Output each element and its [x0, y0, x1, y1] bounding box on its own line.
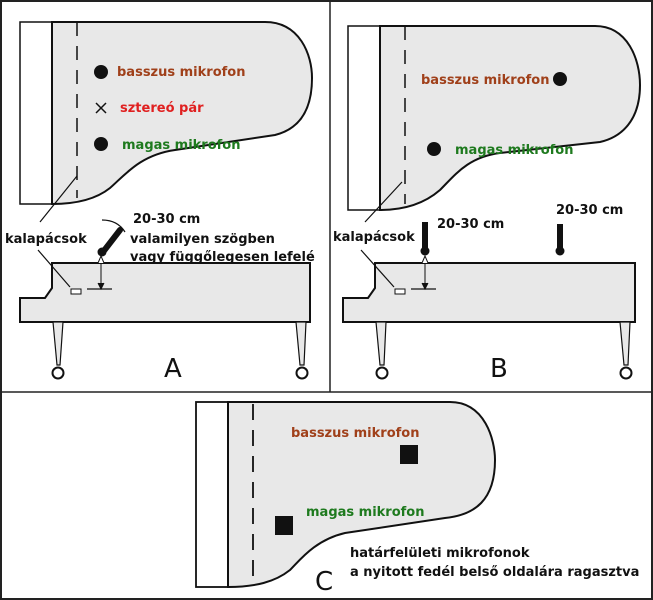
bass-mic-dot-a: [94, 65, 108, 79]
piano-lid-outline-c: [227, 401, 497, 589]
treble-label-b: magas mikrofon: [455, 143, 574, 158]
angle-label-a-2: vagy függőlegesen lefelé: [130, 250, 315, 265]
leg-right-b: [619, 321, 631, 366]
leg-left-b: [375, 321, 387, 366]
angled-mic-a: [100, 227, 123, 255]
hammer-marker-b: [394, 288, 406, 295]
stereo-pair-x-icon: [95, 102, 107, 114]
bass-label-a: basszus mikrofon: [117, 65, 245, 80]
stereo-label-a: sztereó pár: [120, 101, 204, 116]
leg-left-a: [52, 321, 64, 366]
angle-label-a-1: valamilyen szögben: [130, 232, 275, 247]
note-line-c-2: a nyitott fedél belső oldalára ragasztva: [350, 565, 639, 580]
angle-arc-a: [101, 219, 126, 233]
bass-mic-dot-b: [553, 72, 567, 86]
note-line-c-1: határfelületi mikrofonok: [350, 546, 530, 561]
vertical-mic-b-1: [422, 222, 428, 250]
treble-mic-dot-a: [94, 137, 108, 151]
hammers-pointer-top-a: [39, 175, 78, 223]
panel-letter-c: C: [315, 567, 333, 597]
boundary-mic-bass-c: [400, 445, 418, 464]
piano-top-view-a: basszus mikrofon sztereó pár magas mikro…: [19, 21, 314, 223]
hammers-label-a: kalapácsok: [5, 232, 87, 247]
hammers-pointer-side-b: [360, 249, 395, 288]
boundary-mic-treble-c: [275, 516, 293, 535]
treble-mic-dot-b: [427, 142, 441, 156]
panel-c: basszus mikrofon magas mikrofon határfel…: [195, 401, 639, 597]
panel-letter-b: B: [490, 354, 508, 384]
treble-label-c: magas mikrofon: [306, 505, 425, 520]
panel-letter-a: A: [164, 354, 182, 384]
keyboard-a: [19, 21, 53, 205]
caster-left-b: [375, 366, 389, 380]
distance-label-b-1: 20-30 cm: [437, 217, 504, 232]
hammers-pointer-top-b: [364, 181, 403, 223]
piano-side-view-b: 20-30 cm 20-30 cm kalapácsok B: [333, 203, 636, 384]
treble-label-a: magas mikrofon: [122, 138, 241, 153]
piano-lid-outline-b: [379, 25, 642, 212]
caster-right-b: [619, 366, 633, 380]
distance-label-b-2: 20-30 cm: [556, 203, 623, 218]
hammers-label-b: kalapácsok: [333, 230, 415, 245]
keyboard-c: [195, 401, 229, 588]
caster-right-a: [295, 366, 309, 380]
bass-label-b: basszus mikrofon: [421, 73, 549, 88]
leg-right-a: [295, 321, 307, 366]
piano-side-view-a: 20-30 cm valamilyen szögben vagy függőle…: [5, 212, 315, 384]
hammer-marker-a: [70, 288, 82, 295]
hammers-pointer-side-a: [37, 249, 71, 288]
piano-top-view-b: basszus mikrofon magas mikrofon: [347, 25, 642, 223]
distance-label-a: 20-30 cm: [133, 212, 200, 227]
panel-a: basszus mikrofon sztereó pár magas mikro…: [5, 21, 315, 384]
vertical-mic-b-2: [557, 224, 563, 250]
caster-left-a: [51, 366, 65, 380]
bass-label-c: basszus mikrofon: [291, 426, 419, 441]
panel-b: basszus mikrofon magas mikrofon 20-30 cm…: [333, 25, 642, 384]
piano-case-a: [19, 262, 311, 323]
piano-lid-outline-a: [51, 21, 314, 206]
piano-case-b: [342, 262, 636, 323]
keyboard-b: [347, 25, 381, 211]
